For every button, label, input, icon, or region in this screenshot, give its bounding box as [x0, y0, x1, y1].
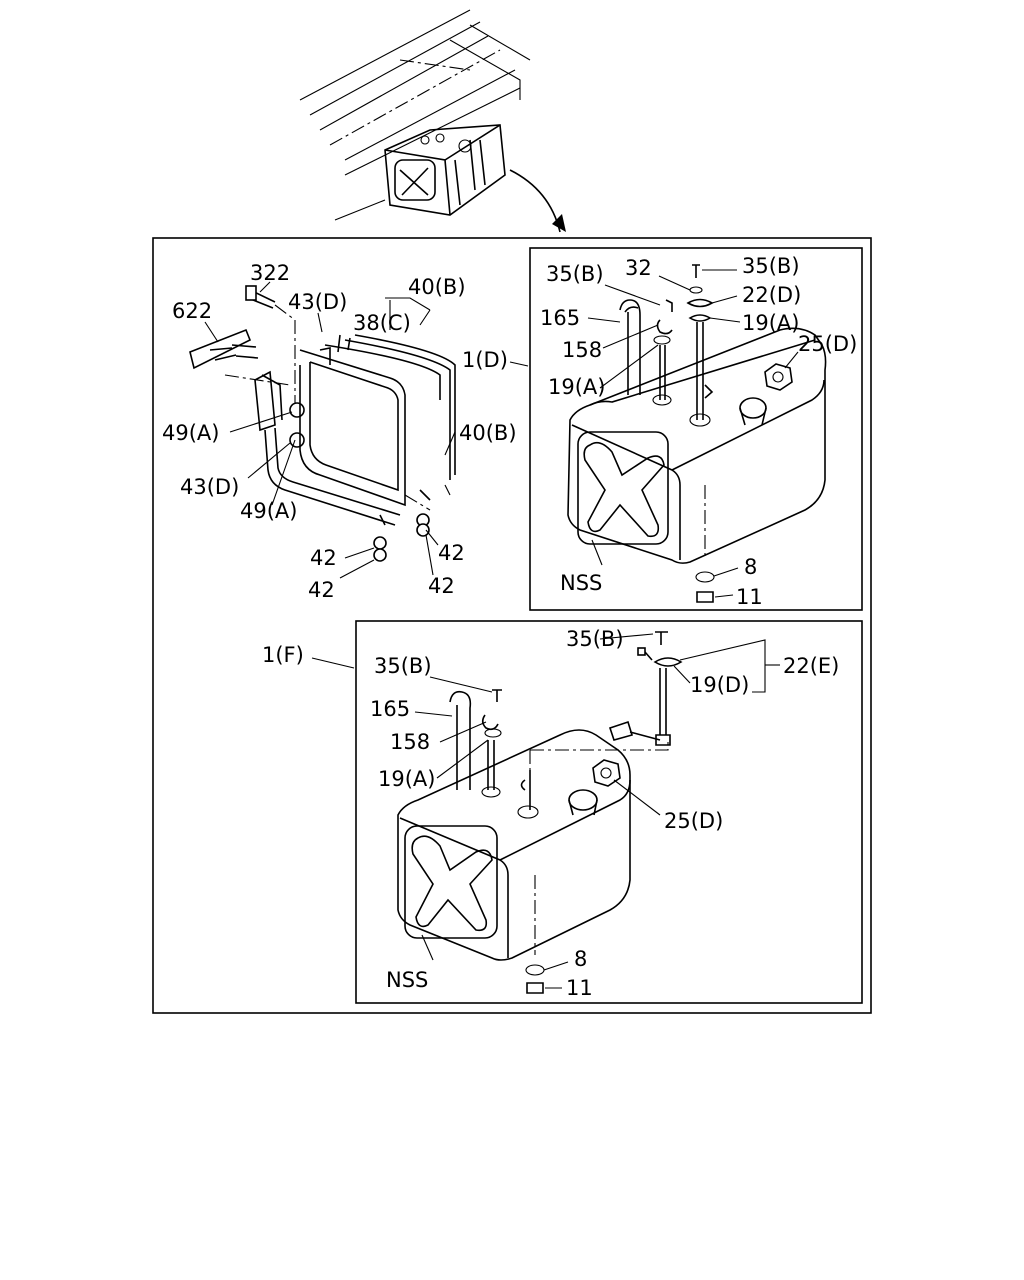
part-label-d-25d: 25(D) — [798, 332, 857, 356]
part-label-d-19a-right: 19(A) — [742, 311, 799, 335]
part-label-42-d: 42 — [428, 574, 455, 598]
part-label-f-1f: 1(F) — [262, 643, 304, 667]
part-label-f-11: 11 — [566, 976, 593, 1000]
inset-d-leaders — [587, 269, 799, 598]
part-label-42-c: 42 — [308, 578, 335, 602]
part-label-1d: 1(D) — [462, 348, 508, 372]
part-label-f-8: 8 — [574, 947, 587, 971]
part-label-d-35b-left: 35(B) — [546, 262, 604, 286]
tank-f-drawing — [397, 631, 683, 994]
tank-d-drawing — [567, 264, 827, 603]
part-label-d-158: 158 — [562, 338, 602, 362]
part-label-d-nss: NSS — [560, 571, 602, 595]
part-label-43d-top: 43(D) — [288, 290, 347, 314]
part-label-38c: 38(C) — [353, 311, 411, 335]
vehicle-frame-overview — [299, 9, 566, 233]
part-label-322: 322 — [250, 261, 290, 285]
inset-f-frame — [355, 620, 863, 1004]
part-label-43d-bottom: 43(D) — [180, 475, 239, 499]
main-frame — [152, 237, 872, 1014]
upper-left-leaders — [204, 281, 529, 579]
part-label-f-35b-top: 35(B) — [566, 627, 624, 651]
part-label-d-35b-right: 35(B) — [742, 254, 800, 278]
part-label-f-19d: 19(D) — [690, 673, 749, 697]
part-label-f-22e: 22(E) — [783, 654, 839, 678]
part-label-d-22d: 22(D) — [742, 283, 801, 307]
part-label-d-32: 32 — [625, 256, 652, 280]
part-label-f-25d: 25(D) — [664, 809, 723, 833]
part-label-49a-top: 49(A) — [162, 421, 219, 445]
bracket-assembly — [189, 285, 456, 562]
part-label-d-165: 165 — [540, 306, 580, 330]
part-label-f-158: 158 — [390, 730, 430, 754]
part-label-49a-bottom: 49(A) — [240, 499, 297, 523]
part-label-d-19a-left: 19(A) — [548, 375, 605, 399]
part-label-42-a: 42 — [310, 546, 337, 570]
part-label-f-165: 165 — [370, 697, 410, 721]
inset-d-frame — [529, 247, 863, 611]
part-label-d-8: 8 — [744, 555, 757, 579]
part-label-f-35b-left: 35(B) — [374, 654, 432, 678]
inset-f-leaders — [311, 633, 780, 989]
part-label-622: 622 — [172, 299, 212, 323]
part-label-40b-mid: 40(B) — [459, 421, 517, 445]
part-label-f-19a: 19(A) — [378, 767, 435, 791]
part-label-d-11: 11 — [736, 585, 763, 609]
part-label-f-nss: NSS — [386, 968, 428, 992]
part-label-42-b: 42 — [438, 541, 465, 565]
part-label-40b-top: 40(B) — [408, 275, 466, 299]
